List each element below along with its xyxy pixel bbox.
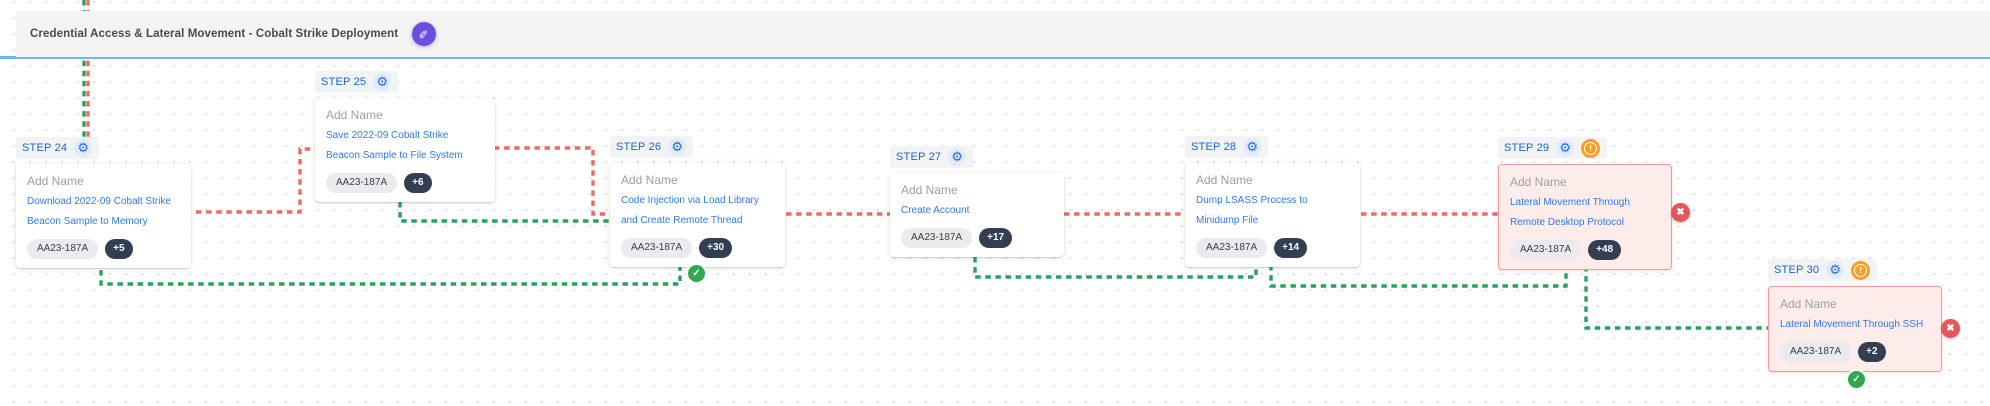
step-24-name-placeholder[interactable]: Add Name xyxy=(27,174,84,188)
step-29-name-placeholder[interactable]: Add Name xyxy=(1510,175,1567,189)
step-30-action-link[interactable]: Lateral Movement Through SSH xyxy=(1780,319,1924,330)
warning-icon: ! xyxy=(1851,260,1871,280)
fail-24-25 xyxy=(196,147,317,214)
step-28-label: STEP 28 xyxy=(1191,141,1237,153)
count-badge[interactable]: +17 xyxy=(979,228,1013,248)
threat-tag-badge[interactable]: AA23-187A xyxy=(27,239,99,259)
success-28-29 xyxy=(1269,265,1568,288)
step-24-action-link[interactable]: Download 2022-09 Cobalt Strike Beacon Sa… xyxy=(27,196,171,227)
step-27-action-link[interactable]: Create Account xyxy=(901,205,970,216)
step-26-label: STEP 26 xyxy=(616,141,662,153)
success-29-30 xyxy=(1584,266,1770,330)
step-25: STEP 25 ⚙ Add Name Save 2022-09 Cobalt S… xyxy=(315,71,495,202)
edit-scenario-button[interactable]: ✎ xyxy=(412,22,437,46)
failed-icon: ✖ xyxy=(1671,203,1690,222)
step-28: STEP 28 ⚙ Add Name Dump LSASS Process to… xyxy=(1185,136,1360,267)
threat-tag-badge[interactable]: AA23-187A xyxy=(901,228,973,248)
step-27-name-placeholder[interactable]: Add Name xyxy=(901,183,958,197)
gear-icon[interactable]: ⚙ xyxy=(1243,138,1262,156)
step-26-header: STEP 26 ⚙ xyxy=(610,136,694,158)
step-29-card[interactable]: Add Name Lateral Movement Through Remote… xyxy=(1498,164,1672,270)
fail-25-26 xyxy=(494,146,612,216)
threat-tag-badge[interactable]: AA23-187A xyxy=(326,173,398,193)
count-badge[interactable]: +6 xyxy=(404,173,432,193)
success-24-26 xyxy=(99,260,682,286)
step-27-card[interactable]: Add Name Create Account AA23-187A +17 xyxy=(890,173,1064,257)
gear-icon[interactable]: ⚙ xyxy=(74,139,93,157)
step-26-badges: AA23-187A +30 xyxy=(621,238,774,258)
failed-icon: ✖ xyxy=(1941,319,1960,338)
step-30-badges: AA23-187A +2 xyxy=(1780,342,1930,362)
step-25-header: STEP 25 ⚙ xyxy=(315,71,399,93)
gear-icon[interactable]: ⚙ xyxy=(1556,139,1575,157)
step-29-action-link[interactable]: Lateral Movement Through Remote Desktop … xyxy=(1510,197,1630,228)
threat-tag-badge[interactable]: AA23-187A xyxy=(1196,238,1268,258)
success-25-26 xyxy=(398,202,612,223)
scenario-header: Credential Access & Lateral Movement - C… xyxy=(16,11,1990,57)
step-29-badges: AA23-187A +48 xyxy=(1510,240,1660,260)
step-26-card[interactable]: Add Name Code Injection via Load Library… xyxy=(610,163,785,267)
passed-icon: ✓ xyxy=(686,263,707,284)
step-25-name-placeholder[interactable]: Add Name xyxy=(326,108,383,122)
step-24-card[interactable]: Add Name Download 2022-09 Cobalt Strike … xyxy=(16,164,191,268)
gear-icon[interactable]: ⚙ xyxy=(668,138,687,156)
step-30: STEP 30 ⚙ ! Add Name Lateral Movement Th… xyxy=(1768,259,1960,390)
step-28-badges: AA23-187A +14 xyxy=(1196,238,1349,258)
step-27: STEP 27 ⚙ Add Name Create Account AA23-1… xyxy=(890,146,1064,257)
gear-icon[interactable]: ⚙ xyxy=(1826,261,1845,279)
step-29-label: STEP 29 xyxy=(1504,142,1550,154)
threat-tag-badge[interactable]: AA23-187A xyxy=(1780,342,1852,362)
step-24-badges: AA23-187A +5 xyxy=(27,239,180,259)
step-25-action-link[interactable]: Save 2022-09 Cobalt Strike Beacon Sample… xyxy=(326,130,463,161)
count-badge[interactable]: +48 xyxy=(1588,240,1622,260)
step-27-badges: AA23-187A +17 xyxy=(901,228,1053,248)
step-29-header: STEP 29 ⚙ ! xyxy=(1498,137,1608,159)
step-27-label: STEP 27 xyxy=(896,151,942,163)
step-26-action-link[interactable]: Code Injection via Load Library and Crea… xyxy=(621,195,759,226)
step-24-header: STEP 24 ⚙ xyxy=(16,137,100,159)
count-badge[interactable]: +30 xyxy=(699,238,733,258)
step-28-name-placeholder[interactable]: Add Name xyxy=(1196,173,1253,187)
step-25-card[interactable]: Add Name Save 2022-09 Cobalt Strike Beac… xyxy=(315,98,495,202)
step-24-label: STEP 24 xyxy=(22,142,68,154)
step-25-label: STEP 25 xyxy=(321,76,367,88)
step-26-name-placeholder[interactable]: Add Name xyxy=(621,173,678,187)
step-28-action-link[interactable]: Dump LSASS Process to Minidump File xyxy=(1196,195,1308,226)
passed-icon: ✓ xyxy=(1846,369,1867,390)
success-27-28 xyxy=(973,257,1258,279)
step-25-badges: AA23-187A +6 xyxy=(326,173,484,193)
scenario-title: Credential Access & Lateral Movement - C… xyxy=(30,28,399,40)
step-26: STEP 26 ⚙ Add Name Code Injection via Lo… xyxy=(610,136,785,284)
gear-icon[interactable]: ⚙ xyxy=(948,148,967,166)
step-28-header: STEP 28 ⚙ xyxy=(1185,136,1269,158)
count-badge[interactable]: +5 xyxy=(105,239,133,259)
warning-icon: ! xyxy=(1581,138,1601,158)
step-24: STEP 24 ⚙ Add Name Download 2022-09 Coba… xyxy=(16,137,191,268)
step-30-label: STEP 30 xyxy=(1774,264,1820,276)
gear-icon[interactable]: ⚙ xyxy=(373,73,392,91)
pencil-icon: ✎ xyxy=(416,28,432,40)
step-28-card[interactable]: Add Name Dump LSASS Process to Minidump … xyxy=(1185,163,1360,267)
step-29: STEP 29 ⚙ ! Add Name Lateral Movement Th… xyxy=(1498,137,1690,270)
canvas-top-divider xyxy=(0,56,1990,59)
step-27-header: STEP 27 ⚙ xyxy=(890,146,974,168)
threat-tag-badge[interactable]: AA23-187A xyxy=(621,238,693,258)
step-30-header: STEP 30 ⚙ ! xyxy=(1768,259,1878,281)
threat-tag-badge[interactable]: AA23-187A xyxy=(1510,240,1582,260)
count-badge[interactable]: +14 xyxy=(1274,238,1308,258)
step-30-name-placeholder[interactable]: Add Name xyxy=(1780,297,1837,311)
count-badge[interactable]: +2 xyxy=(1858,342,1886,362)
step-30-card[interactable]: Add Name Lateral Movement Through SSH AA… xyxy=(1768,286,1942,372)
